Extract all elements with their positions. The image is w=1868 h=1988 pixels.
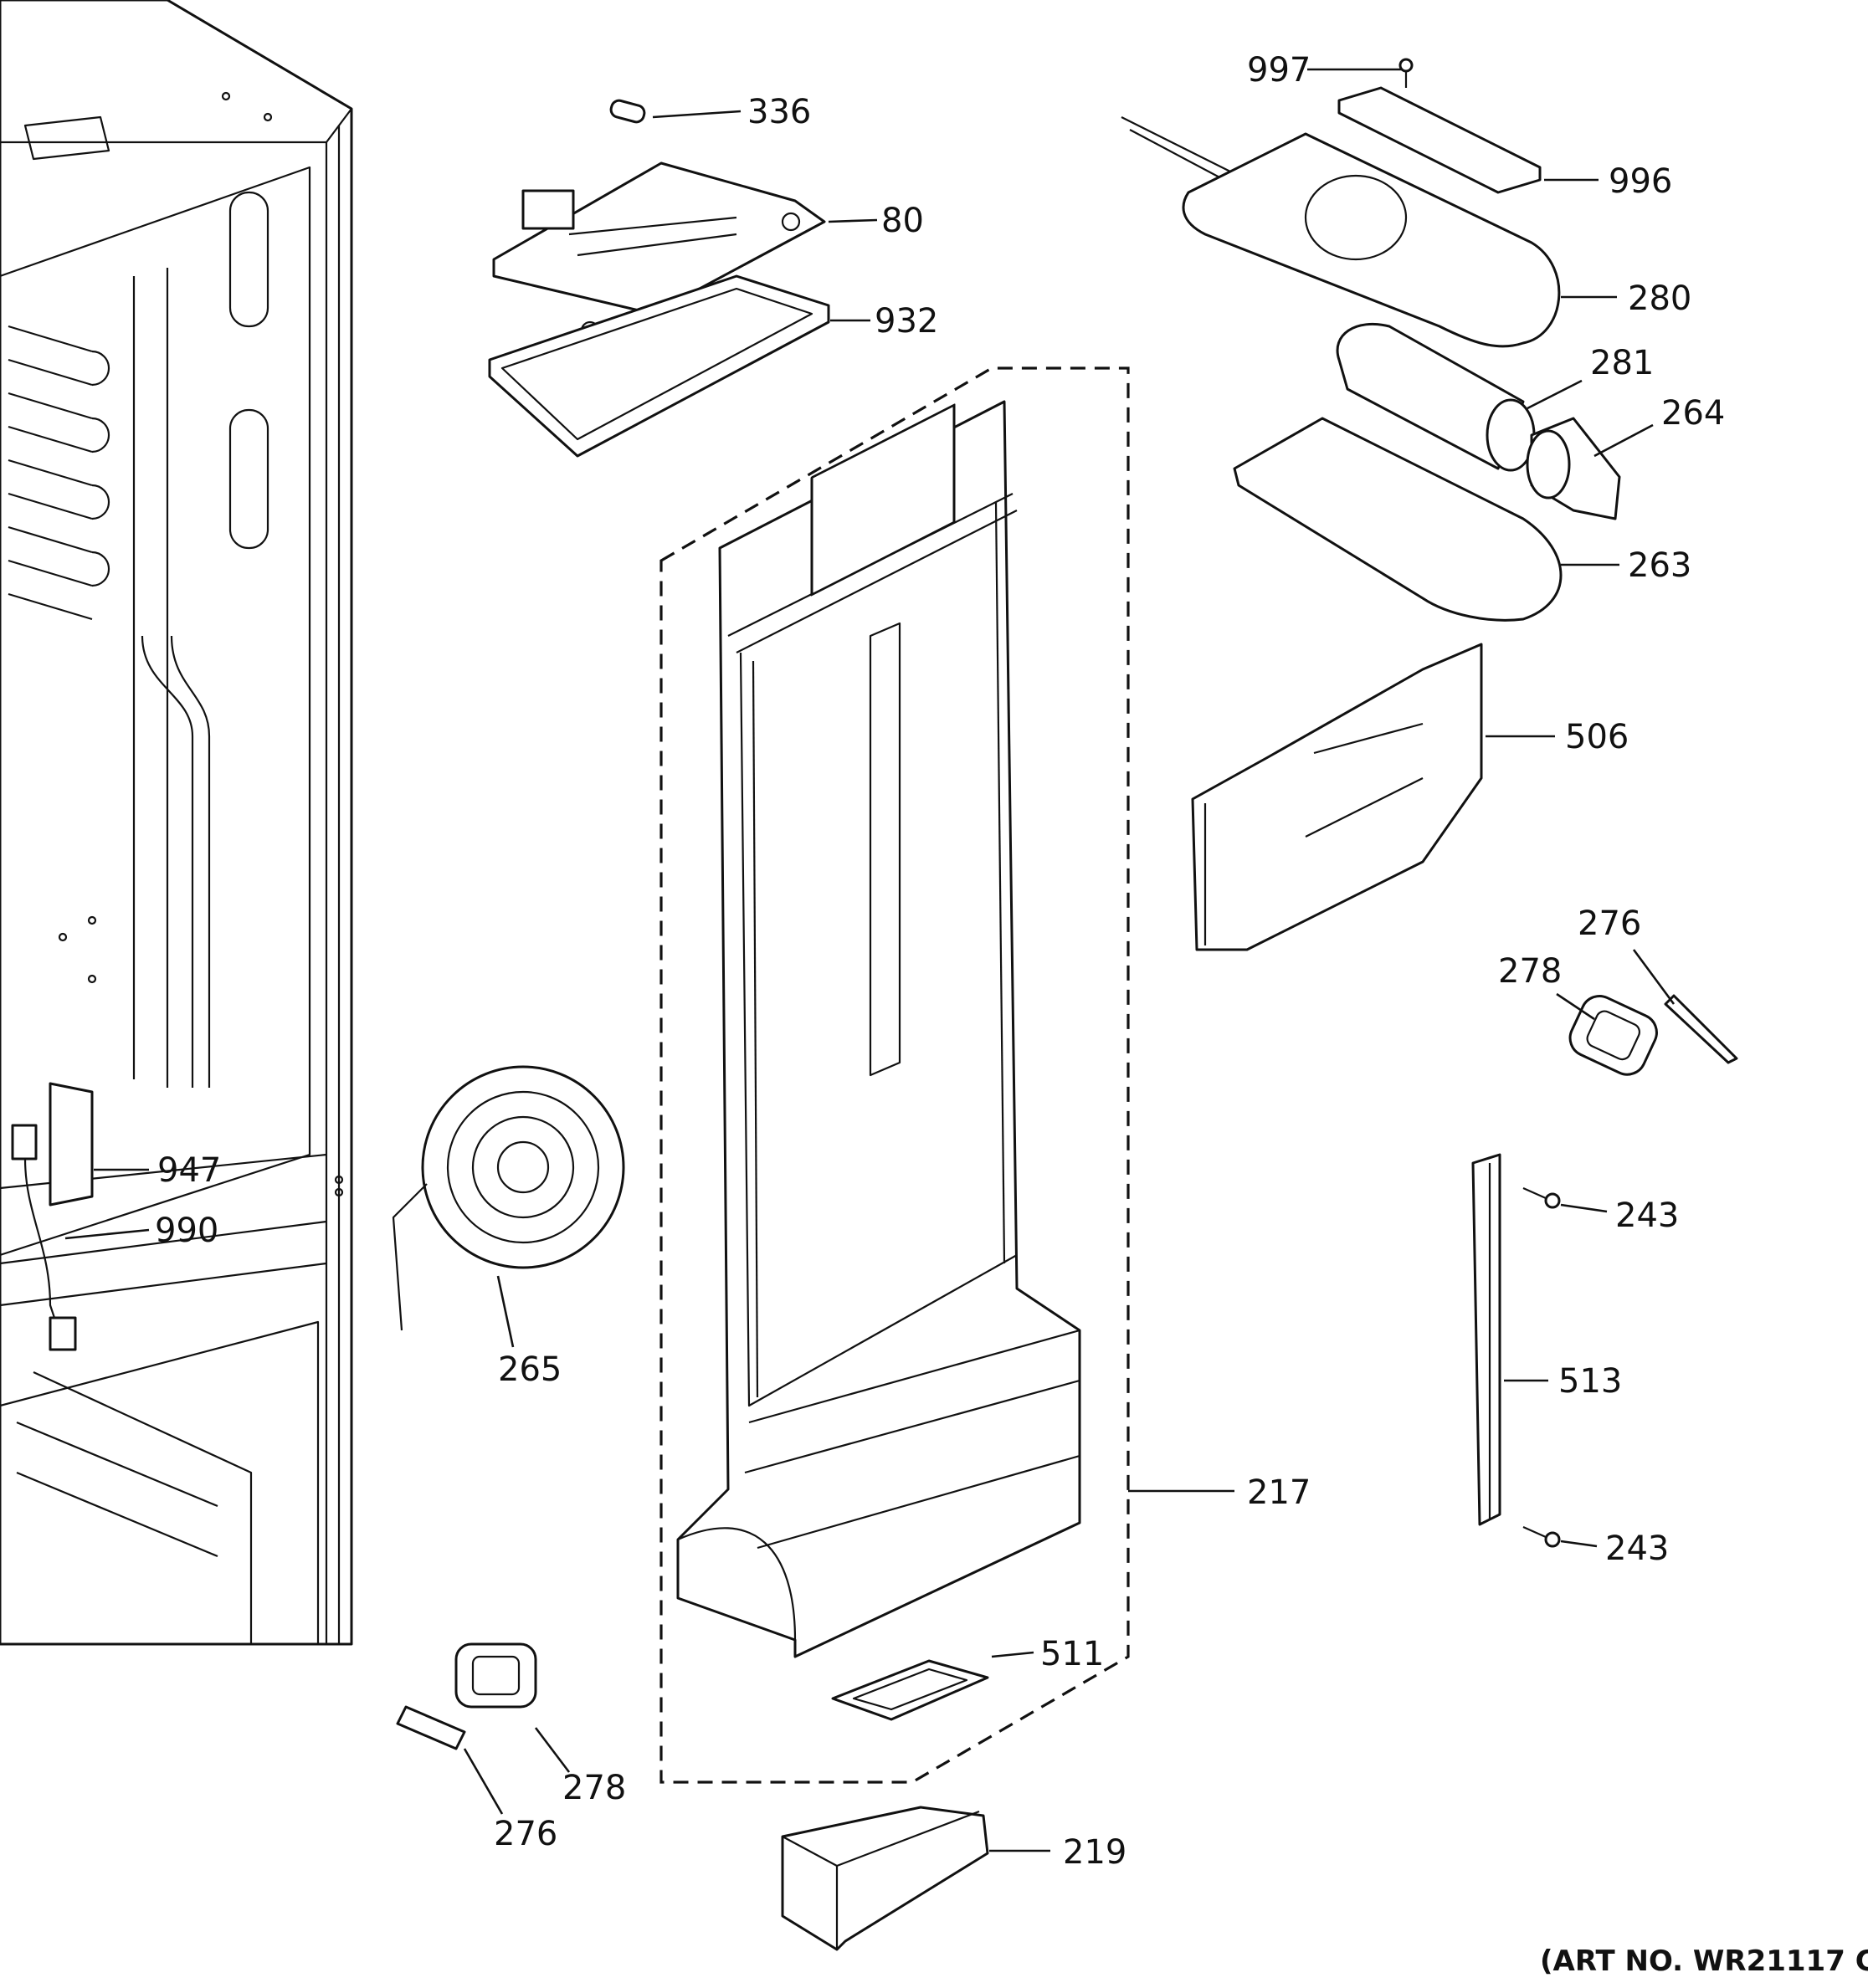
part-990-wire-harness xyxy=(23,1158,77,1351)
callout-217: 217 xyxy=(1247,1473,1311,1512)
part-278-bezel-lower xyxy=(454,1642,537,1709)
part-217-door-liner xyxy=(676,400,1081,1658)
cabinet-assembly xyxy=(0,0,353,1646)
part-243-screw-upper xyxy=(1522,1186,1561,1209)
part-276-switch-lower xyxy=(396,1705,466,1750)
callout-513: 513 xyxy=(1558,1362,1622,1401)
callout-996: 996 xyxy=(1609,162,1672,201)
part-996-cover xyxy=(1337,86,1542,194)
part-80-bracket xyxy=(492,161,826,341)
part-264-filter-cap xyxy=(1526,417,1621,520)
leader-lines xyxy=(64,68,1676,1852)
callout-278-lower: 278 xyxy=(562,1769,626,1807)
callout-511: 511 xyxy=(1040,1635,1104,1673)
part-243-screw-lower xyxy=(1522,1525,1561,1548)
part-280-filter-housing xyxy=(1121,116,1561,348)
callout-219: 219 xyxy=(1063,1833,1126,1872)
callout-932: 932 xyxy=(875,302,938,341)
callout-265: 265 xyxy=(498,1350,562,1389)
part-276-switch-upper xyxy=(1664,994,1738,1064)
part-506-dispenser-cover xyxy=(1191,643,1483,951)
callouts: 997 336 996 80 280 932 281 264 263 506 2… xyxy=(155,51,1725,1872)
callout-947: 947 xyxy=(157,1151,221,1190)
callout-276-upper: 276 xyxy=(1578,904,1641,943)
callout-263: 263 xyxy=(1628,546,1691,585)
callout-276-lower: 276 xyxy=(494,1815,557,1853)
callout-990: 990 xyxy=(155,1212,218,1250)
part-217-assembly-boundary xyxy=(659,366,1130,1784)
part-219-tray xyxy=(781,1806,989,1951)
part-997-screw xyxy=(1398,58,1414,88)
part-281-filter xyxy=(1336,322,1536,472)
callout-264: 264 xyxy=(1661,394,1725,433)
callout-80: 80 xyxy=(881,202,924,240)
part-932-panel xyxy=(488,274,830,458)
callout-281: 281 xyxy=(1590,344,1654,382)
callout-506: 506 xyxy=(1565,718,1629,756)
art-number-label: (ART NO. WR21117 C xyxy=(1540,1944,1868,1978)
part-511-gasket xyxy=(831,1659,989,1721)
callout-997: 997 xyxy=(1247,51,1311,90)
part-947-housing xyxy=(11,1082,94,1207)
callout-243-lower: 243 xyxy=(1605,1529,1669,1568)
part-263-filter-cover xyxy=(1233,417,1563,622)
part-513-hinge-rail xyxy=(1471,1153,1501,1526)
part-265-water-tank xyxy=(392,1065,625,1331)
part-278-bezel-upper xyxy=(1568,995,1658,1076)
callout-278-upper: 278 xyxy=(1498,952,1562,991)
evaporator-coils xyxy=(8,325,110,621)
callout-280: 280 xyxy=(1628,279,1691,318)
part-336-pin xyxy=(609,99,646,124)
callout-243-upper: 243 xyxy=(1615,1196,1679,1235)
callout-336: 336 xyxy=(747,93,811,131)
